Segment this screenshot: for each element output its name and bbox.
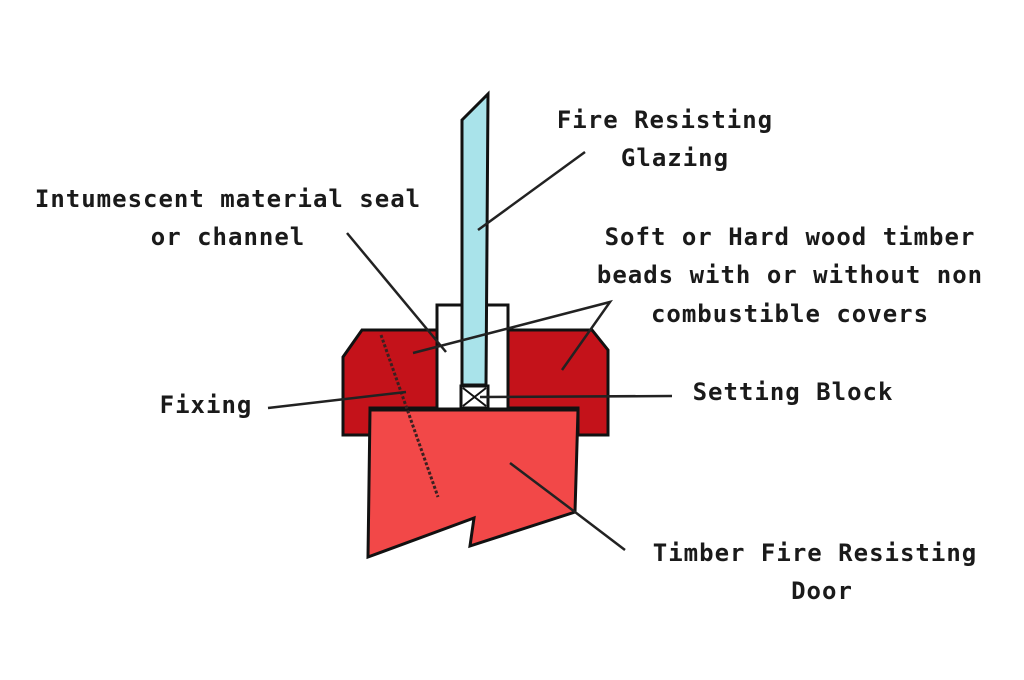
setting-block-leader-line (479, 394, 673, 399)
door-label-line1: Timber Fire Resisting (653, 539, 977, 567)
glazing-leader-line (477, 150, 586, 232)
fire-resisting-glazing (460, 90, 490, 387)
beads-label-line3: combustible covers (651, 300, 929, 328)
seal-label-line1: Intumescent material seal (35, 185, 421, 213)
glazing-label-line2: Glazing (621, 144, 729, 172)
timber-door (366, 408, 580, 560)
glazing-label-line1: Fire Resisting (557, 106, 773, 134)
seal-leader-line (346, 232, 447, 353)
fixing-label: Fixing (160, 391, 253, 419)
beads-leader-line (412, 299, 613, 371)
fixing-leader-line (267, 390, 407, 410)
door-leader-line (509, 462, 626, 551)
door-label-line2: Door (791, 577, 853, 605)
beads-label-line2: beads with or without non (597, 261, 983, 289)
beads-label-line1: Soft or Hard wood timber (605, 223, 976, 251)
timber-bead-right (506, 328, 610, 437)
seal-label-line2: or channel (151, 223, 306, 251)
setting-block-label: Setting Block (693, 378, 894, 406)
fixing-pin (379, 334, 440, 498)
setting-block-cross (462, 387, 487, 407)
